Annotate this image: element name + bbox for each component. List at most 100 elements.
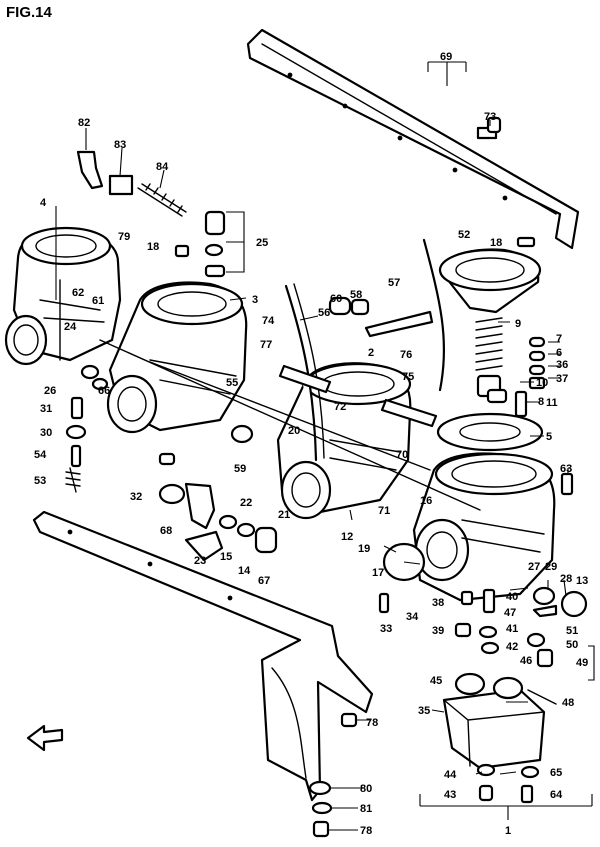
callout-4: 4 [40, 197, 47, 209]
callout-74: 74 [262, 315, 275, 327]
callout-labels: 1 2 3 4 5 6 7 8 9 10 11 12 13 14 15 16 1… [34, 51, 588, 837]
callout-44: 44 [444, 769, 457, 781]
callout-3: 3 [252, 294, 258, 306]
coil-spring [137, 183, 187, 217]
callout-76: 76 [400, 349, 412, 361]
callout-25: 25 [256, 237, 268, 249]
callout-54: 54 [34, 449, 47, 461]
callout-84: 84 [156, 161, 169, 173]
callout-75: 75 [402, 371, 414, 383]
choke-bracket [76, 150, 134, 196]
callout-65: 65 [550, 767, 562, 779]
figure-title: FIG.14 [6, 4, 53, 21]
callout-47: 47 [504, 607, 516, 619]
callout-29: 29 [545, 561, 557, 573]
callout-55: 55 [226, 377, 238, 389]
leader-lines [55, 61, 595, 831]
top-cap [438, 248, 542, 314]
direction-arrow-icon [26, 724, 64, 752]
throttle-shaft [99, 339, 481, 511]
callout-40: 40 [506, 591, 518, 603]
callout-38: 38 [432, 597, 444, 609]
callout-42: 42 [506, 641, 518, 653]
callout-72: 72 [334, 401, 346, 413]
callout-23: 23 [194, 555, 206, 567]
callout-59: 59 [234, 463, 246, 475]
callout-13: 13 [576, 575, 588, 587]
callout-63: 63 [560, 463, 572, 475]
callout-69: 69 [440, 51, 452, 63]
callout-30: 30 [40, 427, 52, 439]
callout-79: 79 [118, 231, 130, 243]
callout-34: 34 [406, 611, 419, 623]
callout-70: 70 [396, 449, 408, 461]
callout-9: 9 [515, 318, 521, 330]
callout-48: 48 [562, 697, 574, 709]
callout-24: 24 [64, 321, 77, 333]
callout-18b: 18 [490, 237, 502, 249]
callout-21: 21 [278, 509, 290, 521]
callout-81: 81 [360, 803, 372, 815]
callout-19: 19 [358, 543, 370, 555]
callout-57: 57 [388, 277, 400, 289]
callout-49: 49 [576, 657, 588, 669]
callout-43: 43 [444, 789, 456, 801]
diaphragm-spring [475, 317, 503, 398]
callout-77: 77 [260, 339, 272, 351]
diaphragm [436, 412, 544, 452]
callout-5: 5 [546, 431, 552, 443]
callout-82: 82 [78, 117, 90, 129]
callout-36: 36 [556, 359, 568, 371]
callout-14: 14 [238, 565, 251, 577]
callout-73: 73 [484, 111, 496, 123]
callout-35: 35 [418, 705, 430, 717]
callout-11: 11 [546, 397, 558, 409]
callout-64: 64 [550, 789, 563, 801]
callout-56: 56 [318, 307, 330, 319]
callout-80: 80 [360, 783, 372, 795]
callout-28: 28 [560, 573, 572, 585]
callout-22: 22 [240, 497, 252, 509]
callout-7: 7 [556, 333, 562, 345]
callout-41: 41 [506, 623, 518, 635]
callout-52: 52 [458, 229, 470, 241]
callout-50: 50 [566, 639, 578, 651]
callout-6: 6 [556, 347, 562, 359]
callout-58: 58 [350, 289, 362, 301]
callout-60: 60 [330, 293, 342, 305]
callout-66: 66 [98, 385, 110, 397]
callout-32: 32 [130, 491, 142, 503]
float-chamber [442, 672, 546, 770]
carburetor-body-3 [276, 362, 412, 520]
callout-78a: 78 [366, 717, 378, 729]
callout-83: 83 [114, 139, 126, 151]
callout-12: 12 [341, 531, 353, 543]
callout-27: 27 [528, 561, 540, 573]
callout-46: 46 [520, 655, 532, 667]
callout-53: 53 [34, 475, 46, 487]
carburetor-body-2 [106, 281, 248, 434]
carburetor-body-4 [412, 452, 556, 602]
callout-2: 2 [368, 347, 374, 359]
callout-45: 45 [430, 675, 442, 687]
callout-71: 71 [378, 505, 390, 517]
callout-33: 33 [380, 623, 392, 635]
callout-51: 51 [566, 625, 578, 637]
callout-10: 10 [536, 377, 548, 389]
carburetor-body-1 [4, 226, 122, 366]
callout-62: 62 [72, 287, 84, 299]
callout-1: 1 [505, 825, 511, 837]
callout-26: 26 [44, 385, 56, 397]
callout-15: 15 [220, 551, 232, 563]
callout-78b: 78 [360, 825, 372, 837]
small-hardware [65, 210, 588, 838]
callout-8: 8 [538, 396, 544, 408]
callout-39: 39 [432, 625, 444, 637]
callout-37: 37 [556, 373, 568, 385]
bracket-screw [476, 116, 502, 140]
callout-17: 17 [372, 567, 384, 579]
callout-61: 61 [92, 295, 104, 307]
callout-67: 67 [258, 575, 270, 587]
callout-16: 16 [420, 495, 432, 507]
